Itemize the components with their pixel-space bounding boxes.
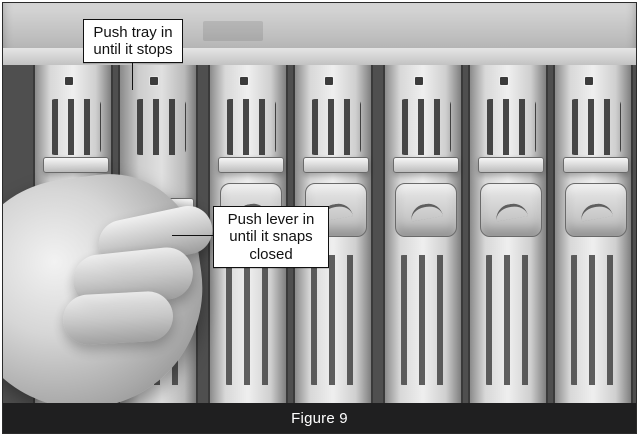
bay-handle <box>480 183 542 237</box>
bay-latch <box>303 157 369 173</box>
bay-handle <box>395 183 457 237</box>
bay-vents <box>484 99 536 155</box>
bay-vents <box>134 99 186 155</box>
callout-push-lever: Push lever in until it snaps closed <box>213 206 329 268</box>
bay-lower-vents <box>222 255 278 385</box>
bay-latch <box>478 157 544 173</box>
bay-vents <box>49 99 101 155</box>
callout-push-lever-line3: closed <box>249 245 293 263</box>
bay-latch <box>393 157 459 173</box>
callout-push-tray: Push tray in until it stops <box>83 19 183 63</box>
callout-push-tray-line1: Push tray in <box>93 24 173 41</box>
callout-push-tray-line2: until it stops <box>93 41 173 59</box>
leader-line-lever <box>172 235 214 236</box>
bay-handle <box>565 183 627 237</box>
bay-lower-vents <box>482 255 538 385</box>
bay-latch <box>218 157 284 173</box>
drive-bay-7 <box>553 65 633 403</box>
figure-caption: Figure 9 <box>3 403 636 433</box>
drive-bay-5 <box>383 65 463 403</box>
leader-line-tray <box>132 62 133 90</box>
drive-bay-6 <box>468 65 548 403</box>
photo: Push tray in until it stops Push lever i… <box>3 3 636 403</box>
callout-push-lever-line2: until it snaps <box>229 228 313 246</box>
bay-vents <box>569 99 621 155</box>
bay-lower-vents <box>567 255 623 385</box>
callout-push-lever-line1: Push lever in <box>227 211 315 228</box>
bay-lower-vents <box>307 255 363 385</box>
finger <box>61 290 175 346</box>
bay-latch <box>43 157 109 173</box>
bay-lower-vents <box>397 255 453 385</box>
figure-caption-text: Figure 9 <box>291 409 348 427</box>
bay-vents <box>399 99 451 155</box>
bay-latch <box>563 157 629 173</box>
brand-plate <box>203 21 263 41</box>
bay-vents <box>309 99 361 155</box>
bay-vents <box>224 99 276 155</box>
